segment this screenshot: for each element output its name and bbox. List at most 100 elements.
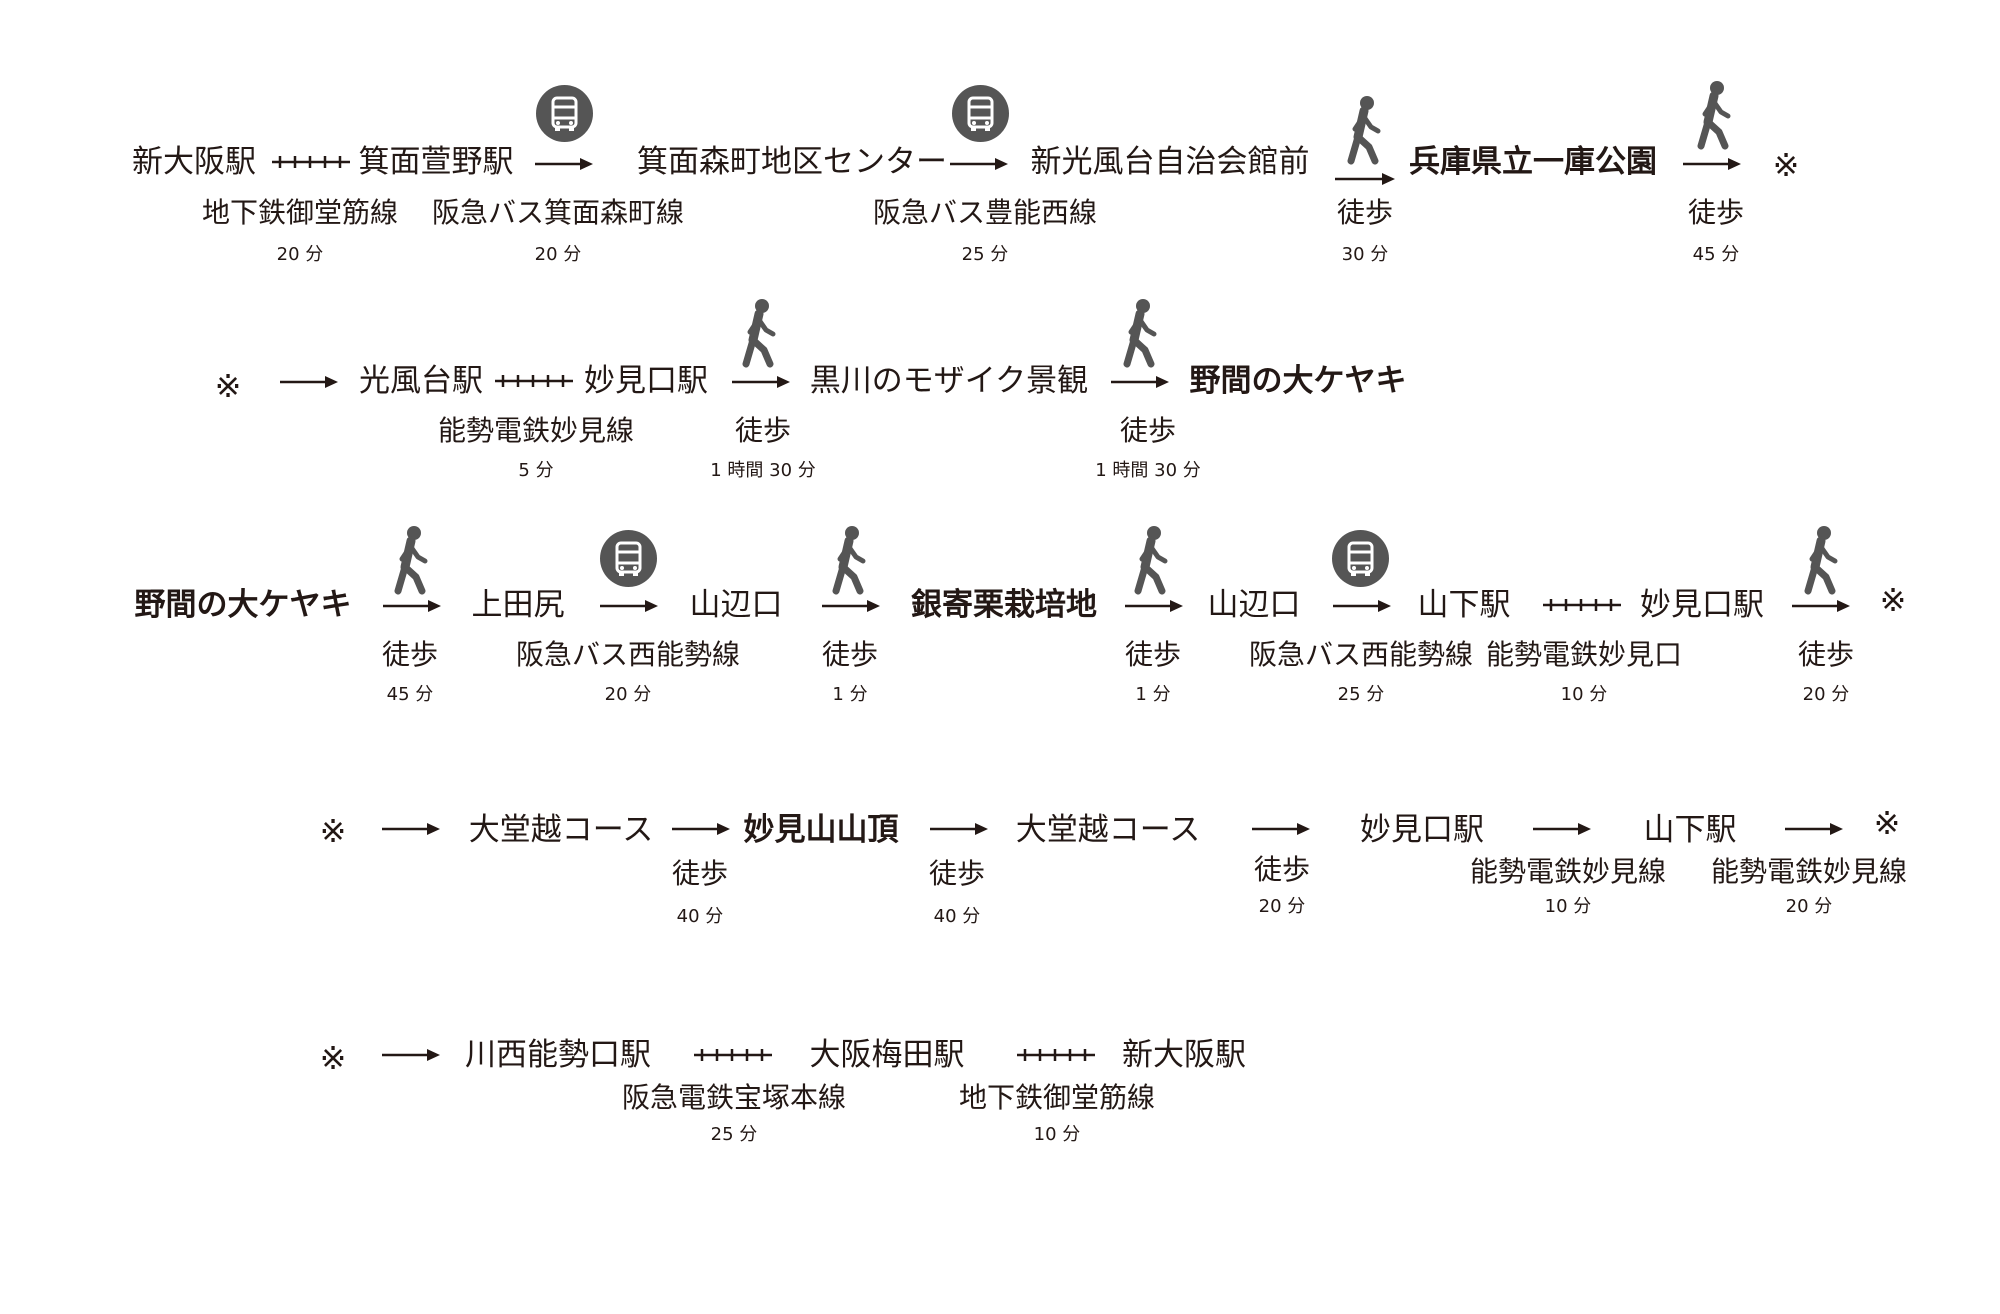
rail-connector	[272, 156, 350, 168]
travel-time: 20 分	[1785, 896, 1833, 917]
destination-label: 兵庫県立一庫公園	[1409, 144, 1657, 180]
continuation-mark: ※	[1873, 804, 1901, 842]
arrow-connector	[1333, 600, 1391, 612]
line-name: 徒歩	[381, 638, 439, 671]
line-name: 阪急バス西能勢線	[1248, 638, 1474, 671]
arrow-connector	[382, 823, 440, 835]
station-label: 山辺口	[1207, 587, 1301, 623]
arrow-connector	[672, 823, 730, 835]
arrow-connector	[383, 600, 441, 612]
arrow-connector	[822, 600, 880, 612]
line-name: 能勢電鉄妙見線	[1469, 855, 1667, 888]
walker-icon	[1134, 526, 1168, 595]
travel-time: 30 分	[1341, 244, 1389, 265]
rail-connector	[495, 375, 573, 387]
line-name: 能勢電鉄妙見口	[1485, 638, 1683, 671]
walker-icon	[742, 299, 776, 368]
line-name: 徒歩	[1124, 638, 1182, 671]
walker-icon	[832, 526, 866, 595]
arrow-connector	[1335, 173, 1395, 185]
bus-icon	[1332, 530, 1389, 587]
station-label: 山辺口	[689, 587, 783, 623]
destination-label: 銀寄栗栽培地	[911, 587, 1097, 623]
travel-time: 20 分	[534, 244, 582, 265]
continuation-mark: ※	[1772, 146, 1800, 184]
arrow-connector	[1111, 376, 1169, 388]
station-label: 光風台駅	[359, 363, 483, 399]
walker-icon	[1804, 526, 1838, 595]
arrow-connector	[1252, 823, 1310, 835]
station-label: 大堂越コース	[468, 812, 654, 848]
travel-time: 20 分	[1802, 684, 1850, 705]
station-label: 上田尻	[471, 587, 565, 623]
rail-connector	[1543, 599, 1621, 611]
walker-icon	[1123, 299, 1157, 368]
travel-time: 1 分	[832, 684, 868, 705]
line-name: 地下鉄御堂筋線	[958, 1081, 1156, 1114]
line-name: 徒歩	[1336, 196, 1394, 229]
arrow-connector	[535, 158, 593, 170]
travel-time: 10 分	[1033, 1124, 1081, 1145]
rail-connector	[1017, 1049, 1095, 1061]
line-name: 能勢電鉄妙見線	[1710, 855, 1908, 888]
station-label: 山下駅	[1417, 587, 1511, 623]
travel-time: 40 分	[933, 906, 981, 927]
line-name: 阪急バス西能勢線	[515, 638, 741, 671]
travel-time: 5 分	[518, 460, 554, 481]
line-name: 地下鉄御堂筋線	[201, 196, 399, 229]
line-name: 徒歩	[821, 638, 879, 671]
continuation-mark: ※	[214, 367, 242, 405]
travel-time: 45 分	[1692, 244, 1740, 265]
line-name: 能勢電鉄妙見線	[437, 414, 635, 447]
travel-time: 10 分	[1544, 896, 1592, 917]
arrow-connector	[950, 158, 1008, 170]
bus-icon	[536, 85, 593, 142]
line-name: 阪急バス豊能西線	[872, 196, 1098, 229]
travel-time: 45 分	[386, 684, 434, 705]
destination-label: 妙見山山頂	[743, 812, 899, 848]
station-label: 黒川のモザイク景観	[809, 363, 1089, 399]
line-name: 徒歩	[734, 414, 792, 447]
line-name: 阪急電鉄宝塚本線	[621, 1081, 847, 1114]
continuation-mark: ※	[319, 812, 347, 850]
station-label: 新大阪駅	[132, 144, 256, 180]
line-name: 徒歩	[928, 857, 986, 890]
travel-time: 10 分	[1560, 684, 1608, 705]
arrow-connector	[1792, 600, 1850, 612]
line-name: 徒歩	[1119, 414, 1177, 447]
station-label: 妙見口駅	[584, 363, 708, 399]
destination-label: 野間の大ケヤキ	[134, 587, 352, 623]
arrow-connector	[1785, 823, 1843, 835]
station-label: 妙見口駅	[1640, 587, 1764, 623]
station-label: 妙見口駅	[1360, 812, 1484, 848]
station-label: 箕面森町地区センター	[637, 144, 947, 180]
arrow-connector	[280, 376, 338, 388]
travel-time: 40 分	[676, 906, 724, 927]
station-label: 箕面萱野駅	[358, 144, 514, 180]
travel-time: 20 分	[276, 244, 324, 265]
arrow-connector	[1683, 158, 1741, 170]
walker-icon	[1347, 96, 1381, 165]
line-name: 徒歩	[1687, 196, 1745, 229]
travel-time: 1 時間 30 分	[1095, 460, 1201, 481]
arrow-connector	[1125, 600, 1183, 612]
line-name: 徒歩	[1253, 853, 1311, 886]
walker-icon	[394, 526, 428, 595]
continuation-mark: ※	[1879, 581, 1907, 619]
arrow-connector	[1533, 823, 1591, 835]
line-name: 徒歩	[1797, 638, 1855, 671]
travel-time: 20 分	[604, 684, 652, 705]
station-label: 新大阪駅	[1122, 1037, 1246, 1073]
walker-icon	[1697, 81, 1731, 150]
destination-label: 野間の大ケヤキ	[1189, 363, 1407, 399]
travel-time: 25 分	[710, 1124, 758, 1145]
station-label: 山下駅	[1643, 812, 1737, 848]
rail-connector	[694, 1049, 772, 1061]
line-name: 阪急バス箕面森町線	[431, 196, 685, 229]
travel-time: 25 分	[961, 244, 1009, 265]
station-label: 大阪梅田駅	[809, 1037, 965, 1073]
line-name: 徒歩	[671, 857, 729, 890]
travel-time: 20 分	[1258, 896, 1306, 917]
travel-time: 25 分	[1337, 684, 1385, 705]
arrow-connector	[732, 376, 790, 388]
